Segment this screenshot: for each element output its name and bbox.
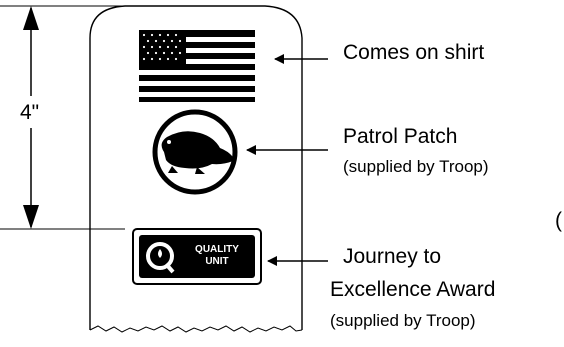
callout-flag-label: Comes on shirt [343,41,485,64]
callout-patrol-note: (supplied by Troop) [343,157,489,176]
dimension-label: 4" [20,101,40,124]
sleeve-outline [89,5,303,333]
quality-unit-emblem-icon: QUALITY UNIT [132,228,262,285]
emblem-text-line2: UNIT [205,256,228,267]
callout-journey-note: (supplied by Troop) [330,311,476,330]
us-flag-icon [139,30,255,102]
emblem-text-line1: QUALITY [195,244,239,255]
callout-patrol-label: Patrol Patch [343,125,458,148]
beaver-patch-icon [152,109,238,195]
callout-journey-label-line2: Excellence Award [330,278,496,301]
stray-mark: ( [555,209,562,232]
dimension-marker [0,5,125,230]
callout-journey-label-line1: Journey to [343,245,442,268]
callout-arrows [246,54,328,266]
